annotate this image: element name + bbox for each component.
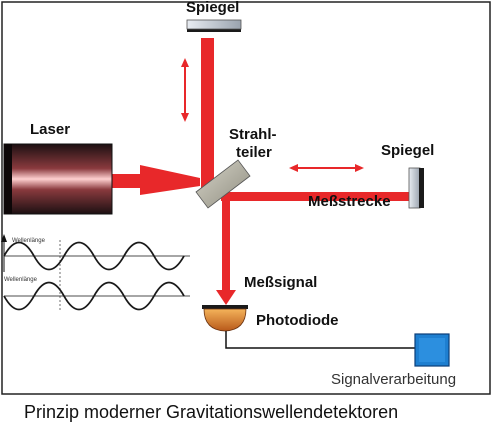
frame-border — [1, 1, 491, 395]
wave-diagram — [1, 234, 190, 311]
label-wavelength-2: Wellenlänge — [4, 277, 37, 283]
beam-arrowhead-down — [216, 290, 236, 305]
photodiode-top — [202, 305, 248, 309]
beam-to-photodiode — [222, 195, 230, 291]
beam-arrowhead-right — [140, 165, 200, 195]
label-mirror-right: Spiegel — [381, 142, 435, 159]
label-signal-processing: Signalverarbeitung — [331, 371, 457, 388]
mirror-top-back — [187, 27, 241, 32]
label-laser: Laser — [30, 121, 71, 138]
beam-measure-arm — [221, 192, 409, 201]
beam-vertical-upper — [201, 38, 214, 188]
mirror-top — [186, 19, 242, 30]
photodiode-body — [203, 308, 247, 332]
label-beamsplitter-2: teiler — [236, 144, 272, 161]
mirror-right-back — [419, 168, 424, 208]
mirror-right — [408, 167, 421, 209]
beam-splitter — [195, 159, 251, 209]
label-photodiode: Photodiode — [256, 312, 339, 329]
wave-1 — [3, 241, 185, 271]
laser-end-cap — [4, 144, 12, 214]
label-measure-signal: Meßsignal — [244, 274, 318, 291]
label-measure-path: Meßstrecke — [308, 193, 391, 210]
wave-2 — [3, 281, 185, 311]
label-wavelength-1: Wellenlänge — [12, 238, 45, 244]
diagram-caption: Prinzip moderner Gravitationswellendetek… — [24, 402, 399, 422]
laser-body — [3, 143, 113, 215]
label-mirror-top: Spiegel — [186, 0, 240, 16]
signal-cable — [225, 331, 415, 349]
label-beamsplitter-1: Strahl- — [229, 126, 277, 143]
